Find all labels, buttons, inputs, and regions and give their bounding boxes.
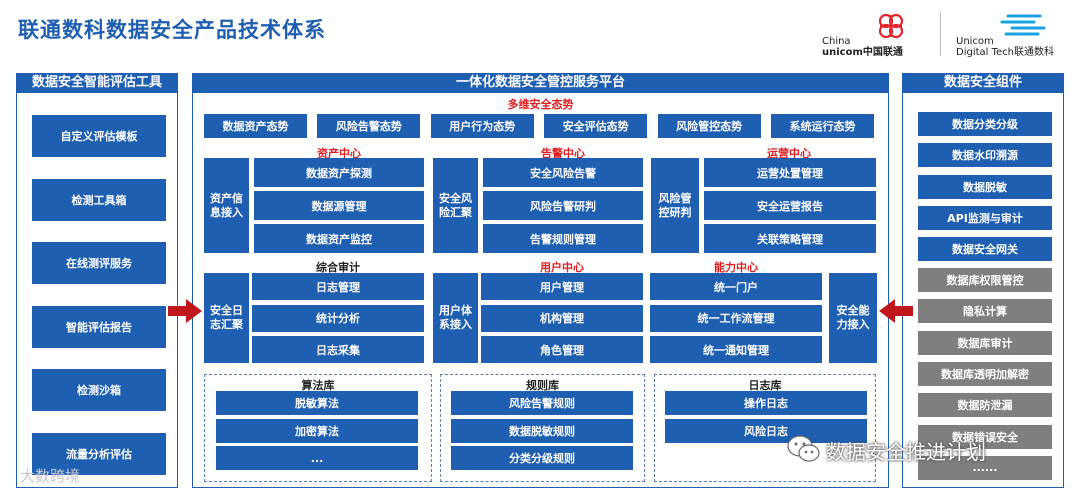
log-item: 操作日志 <box>665 391 867 415</box>
capability-center-item: 统一工作流管理 <box>650 304 822 332</box>
risk-aggregation-label: 安全风险汇聚 <box>433 158 478 253</box>
alarm-center-item: 告警规则管理 <box>483 224 643 253</box>
digital-text-1: Unicom <box>956 36 994 47</box>
algorithm-item: 加密算法 <box>216 418 418 443</box>
rule-item: 风险告警规则 <box>451 391 633 415</box>
assessment-tool-item: 智能评估报告 <box>32 305 166 348</box>
posture-label: 多维安全态势 <box>507 98 574 111</box>
unicom-text-1: China <box>822 36 851 47</box>
right-arrow-icon <box>879 299 913 323</box>
alarm-center-item: 安全风险告警 <box>483 158 643 187</box>
wechat-icon <box>787 435 820 462</box>
component-item: 数据脱敏 <box>918 174 1052 199</box>
brand-divider <box>940 12 941 56</box>
user-center-item: 用户管理 <box>481 273 643 300</box>
posture-item: 风险告警态势 <box>317 114 421 138</box>
assessment-tools-header: 数据安全智能评估工具 <box>16 73 178 93</box>
rule-item: 数据脱敏规则 <box>451 418 633 443</box>
asset-access-label: 资产信息接入 <box>204 158 249 253</box>
posture-item: 数据资产态势 <box>204 114 307 138</box>
algorithm-item: ... <box>216 446 418 470</box>
algorithm-library-label: 算法库 <box>301 379 335 392</box>
capability-center-label: 能力中心 <box>714 261 758 274</box>
log-aggregation-label: 安全日志汇聚 <box>204 273 249 363</box>
posture-item: 系统运行态势 <box>771 114 874 138</box>
user-center-item: 机构管理 <box>481 304 643 332</box>
component-item: 数据分类分级 <box>918 112 1052 136</box>
posture-item: 用户行为态势 <box>430 114 534 138</box>
posture-item: 安全评估态势 <box>544 114 648 138</box>
component-item: 数据安全网关 <box>918 237 1052 262</box>
ops-center-label: 运营中心 <box>767 147 811 160</box>
digital-text-2: Digital Tech联通数科 <box>956 47 1055 58</box>
audit-item: 统计分析 <box>252 304 424 332</box>
component-item-gray: 数据库审计 <box>918 330 1052 355</box>
algorithm-library-frame <box>204 374 432 482</box>
unicom-digital-logo: Unicom Digital Tech联通数科 <box>950 10 1068 58</box>
assessment-tool-item: 检测工具箱 <box>32 178 166 221</box>
platform-header: 一体化数据安全管控服务平台 <box>192 73 889 93</box>
rule-item: 分类分级规则 <box>451 446 633 470</box>
component-item: 数据水印溯源 <box>918 143 1052 168</box>
algorithm-item: 脱敏算法 <box>216 391 418 415</box>
ops-center-item: 关联策略管理 <box>704 224 876 253</box>
unicom-text-2: unicom中国联通 <box>822 47 903 58</box>
assessment-tool-item: 在线测评服务 <box>32 242 166 285</box>
components-header: 数据安全组件 <box>902 73 1064 93</box>
asset-center-item: 数据源管理 <box>254 191 424 220</box>
assessment-tool-item: 流量分析评估 <box>32 433 166 475</box>
user-center-item: 角色管理 <box>481 336 643 363</box>
posture-item: 风险管控态势 <box>657 114 761 138</box>
component-item-gray: 数据库权限管控 <box>918 268 1052 292</box>
ops-center-item: 运营处置管理 <box>704 158 876 187</box>
component-item-gray: 隐私计算 <box>918 299 1052 324</box>
component-item-gray: 数据错误安全 <box>918 424 1052 449</box>
rule-library-frame <box>440 374 645 482</box>
capability-access-label: 安全能力接入 <box>829 273 877 363</box>
page-title: 联通数科数据安全产品技术体系 <box>18 18 326 42</box>
watermark-right: 数据安全推进计划 <box>826 440 986 464</box>
assessment-tool-item: 自定义评估模板 <box>32 115 166 157</box>
left-arrow-icon <box>168 299 202 323</box>
audit-item: 日志采集 <box>252 336 424 363</box>
capability-center-item: 统一门户 <box>650 273 822 300</box>
alarm-center-label: 告警中心 <box>541 147 585 160</box>
capability-center-item: 统一通知管理 <box>650 336 822 363</box>
component-item: API监测与审计 <box>918 205 1052 230</box>
asset-center-item: 数据资产监控 <box>254 224 424 253</box>
user-center-label: 用户中心 <box>540 261 584 274</box>
assessment-tool-item: 检测沙箱 <box>32 369 166 412</box>
component-item-gray: ...... <box>918 455 1052 480</box>
component-item-gray: 数据防泄漏 <box>918 393 1052 418</box>
rule-library-label: 规则库 <box>526 379 559 392</box>
log-item: 风险日志 <box>665 418 867 443</box>
component-item-gray: 数据库透明加解密 <box>918 361 1052 386</box>
audit-item: 日志管理 <box>252 273 424 300</box>
user-access-label: 用户体系接入 <box>433 273 478 363</box>
china-unicom-logo: China unicom中国联通 <box>822 10 918 58</box>
log-library-label: 日志库 <box>748 379 782 392</box>
log-library-frame <box>654 374 876 482</box>
risk-control-label: 风险管控研判 <box>651 158 699 253</box>
asset-center-label: 资产中心 <box>317 147 361 160</box>
asset-center-item: 数据资产探测 <box>254 158 424 187</box>
ops-center-item: 安全运营报告 <box>704 191 876 220</box>
audit-label: 综合审计 <box>316 261 360 274</box>
watermark-left: 大数跨境 <box>20 467 81 485</box>
alarm-center-item: 风险告警研判 <box>483 191 643 220</box>
